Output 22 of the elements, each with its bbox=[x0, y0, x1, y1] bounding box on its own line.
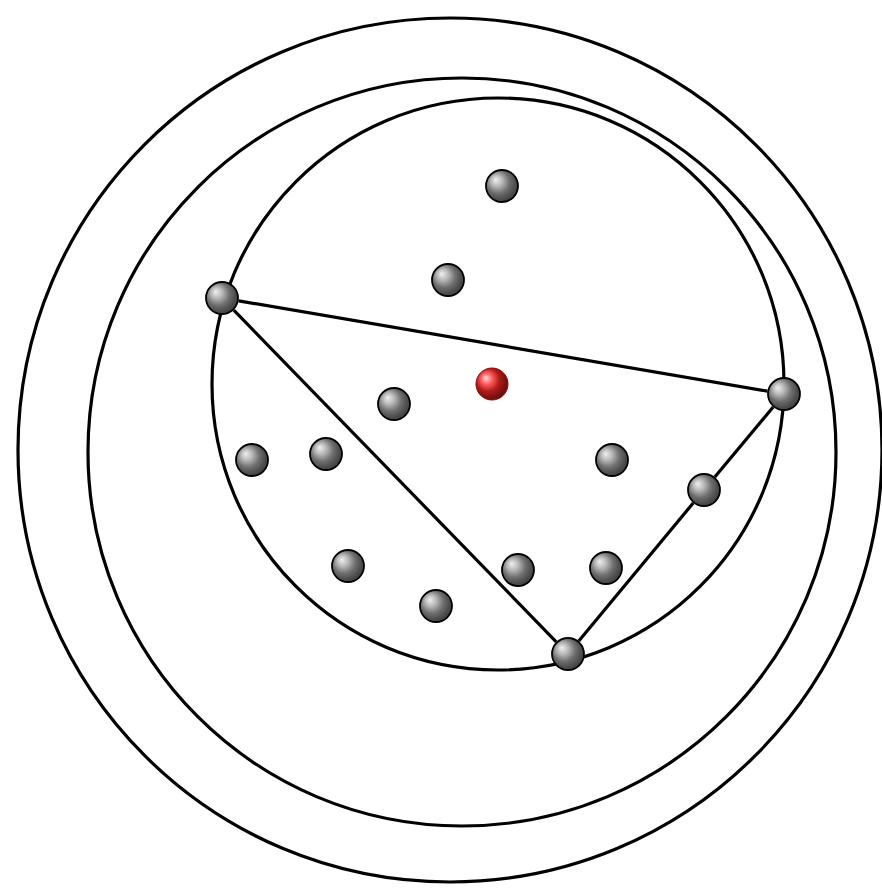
sphere bbox=[485, 169, 519, 203]
sphere bbox=[501, 553, 535, 587]
sphere bbox=[377, 387, 411, 421]
line bbox=[238, 299, 768, 393]
sphere bbox=[475, 367, 509, 401]
line bbox=[713, 405, 775, 479]
sphere bbox=[419, 589, 453, 623]
sphere bbox=[331, 549, 365, 583]
sphere bbox=[595, 443, 629, 477]
line bbox=[232, 309, 558, 643]
sphere bbox=[687, 473, 721, 507]
line bbox=[577, 502, 695, 642]
sphere bbox=[205, 281, 239, 315]
sphere bbox=[431, 263, 465, 297]
sphere bbox=[235, 443, 269, 477]
sphere bbox=[551, 637, 585, 671]
circle-outline bbox=[210, 96, 786, 672]
sphere bbox=[309, 437, 343, 471]
circle-outline bbox=[16, 16, 882, 884]
sphere bbox=[589, 551, 623, 585]
sphere bbox=[767, 377, 801, 411]
circle-outline bbox=[86, 76, 838, 828]
